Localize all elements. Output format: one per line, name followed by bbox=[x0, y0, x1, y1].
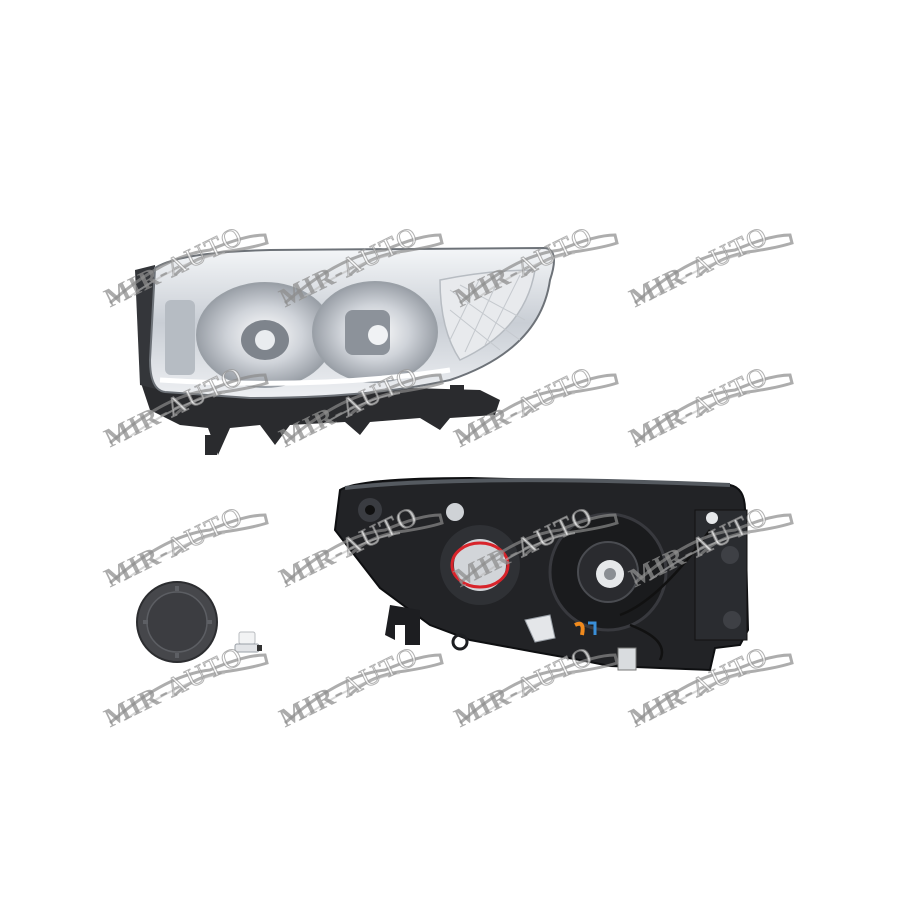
watermark-suffix: AUTO bbox=[685, 219, 774, 284]
watermark-prefix: MIR- bbox=[274, 676, 350, 734]
car-silhouette-icon bbox=[634, 233, 794, 305]
watermark-prefix: MIR- bbox=[624, 256, 700, 314]
watermark-prefix: MIR- bbox=[624, 396, 700, 454]
watermark: MIR-AUTO bbox=[624, 219, 800, 335]
watermark-suffix: AUTO bbox=[685, 359, 774, 424]
car-silhouette-icon bbox=[634, 373, 794, 445]
watermark-suffix: AUTO bbox=[160, 499, 249, 564]
car-silhouette-icon bbox=[109, 513, 269, 585]
watermark-prefix: MIR- bbox=[99, 676, 175, 734]
headlight-front-view bbox=[135, 246, 555, 455]
watermark: MIR-AUTO bbox=[624, 359, 800, 475]
watermark-prefix: MIR- bbox=[624, 676, 700, 734]
dust-cap bbox=[136, 581, 218, 663]
watermark-prefix: MIR- bbox=[449, 676, 525, 734]
bulb-socket bbox=[234, 631, 262, 653]
headlight-rear-view bbox=[333, 476, 750, 672]
